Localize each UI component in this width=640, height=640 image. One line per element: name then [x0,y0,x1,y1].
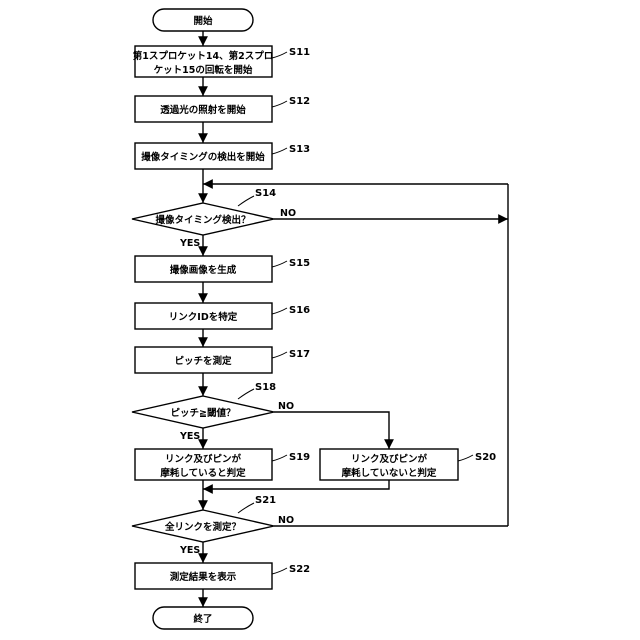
step-tag-s20: S20 [475,452,496,463]
step-s11-line2: ケット15の回転を開始 [154,64,253,76]
step-s19-line1: リンク及びピンが [165,453,242,465]
step-s16-label: リンクIDを特定 [169,311,238,323]
s21-yes-label: YES [179,545,200,556]
step-tag-s16: S16 [289,305,310,316]
step-tag-s11: S11 [289,47,310,58]
step-s13-label: 撮像タイミングの検出を開始 [141,151,265,163]
decision-s14-label: 撮像タイミング検出？ [155,214,250,226]
step-s22-label: 測定結果を表示 [170,571,237,583]
step-tag-s12: S12 [289,96,310,107]
step-tag-s13: S13 [289,144,310,155]
s14-no-label: NO [280,208,296,219]
step-tag-s19: S19 [289,452,310,463]
start-label: 開始 [193,15,213,27]
step-s12-label: 透過光の照射を開始 [160,104,246,116]
step-tag-s21: S21 [255,495,276,506]
s18-yes-label: YES [179,431,200,442]
step-s11-line1: 第1スプロケット14、第2スプロ [133,50,273,62]
end-label: 終了 [193,613,212,625]
step-tag-s14: S14 [255,188,276,199]
step-tag-s22: S22 [289,564,310,575]
s14-yes-label: YES [179,238,200,249]
step-s20-line1: リンク及びピンが [351,453,428,465]
step-tag-s18: S18 [255,382,276,393]
step-s20-line2: 摩耗していないと判定 [342,467,437,479]
s21-no-label: NO [278,515,294,526]
step-tag-s15: S15 [289,258,310,269]
step-s15-label: 撮像画像を生成 [170,264,237,276]
step-s19-line2: 摩耗していると判定 [160,467,246,479]
s18-no-label: NO [278,401,294,412]
step-s17-label: ピッチを測定 [174,355,232,367]
decision-s21-label: 全リンクを測定？ [164,521,241,533]
decision-s18-label: ピッチ≧閾値？ [171,407,236,419]
step-tag-s17: S17 [289,349,310,360]
